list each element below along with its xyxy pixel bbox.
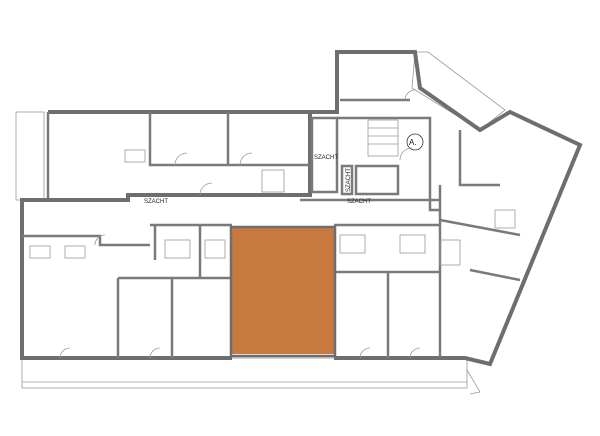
exterior-wall bbox=[20, 50, 583, 367]
interior-walls bbox=[22, 98, 521, 358]
staircase-label: A. bbox=[409, 138, 417, 147]
fixtures bbox=[29, 149, 516, 266]
terrace bbox=[21, 357, 481, 395]
left-balcony bbox=[15, 111, 45, 201]
shaft-label: SZACHT bbox=[347, 199, 371, 205]
shaft-label: SZACHT bbox=[346, 168, 352, 192]
highlighted-apartment[interactable] bbox=[232, 228, 334, 354]
shaft-label: SZACHT bbox=[314, 155, 338, 161]
staircase: A. bbox=[367, 119, 424, 157]
shaft-label: SZACHT bbox=[144, 199, 168, 205]
door-swings bbox=[59, 89, 421, 359]
staircase-marker bbox=[406, 133, 424, 151]
top-right-balcony bbox=[411, 51, 506, 131]
